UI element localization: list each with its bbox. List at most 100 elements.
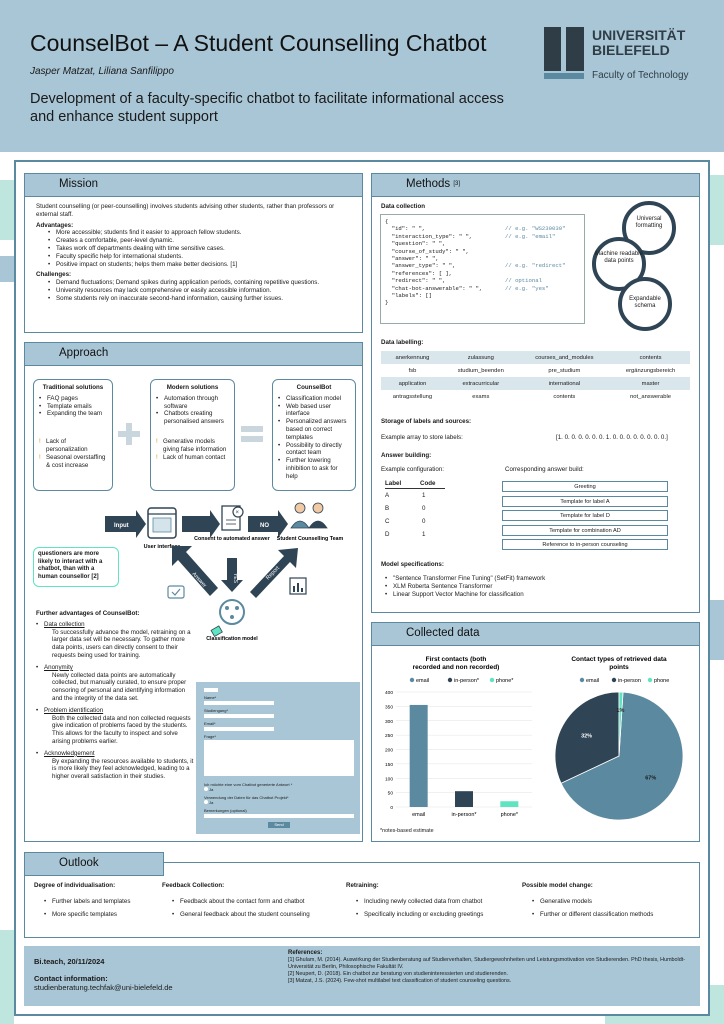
collected-note: *notes-based estimate: [380, 828, 434, 834]
bar: [409, 704, 428, 807]
pie-slice: [554, 691, 620, 784]
form-email-input[interactable]: [204, 727, 274, 731]
outlook-column: Possible model change:Generative modelsF…: [522, 882, 687, 923]
warning-icon: !: [156, 437, 158, 445]
form-submit-button[interactable]: Send: [268, 822, 290, 828]
advantage-item: Positive impact on students; helps them …: [48, 261, 354, 269]
label-cell: international: [548, 380, 581, 387]
warning-icon: !: [156, 453, 158, 461]
further-text: Newly collected data points are automati…: [52, 671, 187, 702]
storage-title: Storage of labels and sources:: [381, 418, 472, 425]
contact-form-mock: Name* Studiengang* Email* Frage* Ich möc…: [196, 682, 360, 834]
form-consent-radio[interactable]: [204, 787, 208, 791]
code-text: "answer_type": " ",: [385, 262, 456, 270]
event-info: Bi.teach, 20/11/2024: [34, 957, 105, 966]
label-cell: master: [641, 380, 660, 387]
outlook-item: Feedback about the contact form and chat…: [172, 898, 317, 906]
consent-label-1: Consent to automated answer: [194, 536, 270, 542]
x-tick-label: in-person*: [451, 812, 477, 818]
reference-item: [3] Matzat, J.S. (2024). Few-shot multil…: [288, 978, 512, 984]
logo-mark-right: [566, 27, 584, 71]
answer-build-step: Template for combination AD: [502, 524, 668, 536]
code-line: {: [385, 218, 580, 225]
code-line: "references": [ ],: [385, 270, 580, 277]
y-tick-label: 100: [385, 776, 393, 782]
form-name-input[interactable]: [204, 701, 274, 705]
counselbot-item: Possibility to directly contact team: [278, 442, 350, 458]
config-code: 1: [422, 531, 426, 538]
contact-label: Contact information:: [34, 974, 108, 983]
legend-swatch: [611, 677, 617, 683]
outlook-item: More specific templates: [44, 911, 189, 919]
outlook-column: Feedback Collection:Feedback about the c…: [162, 882, 327, 923]
code-text: "redirect": " ",: [385, 277, 446, 285]
y-tick-label: 300: [385, 719, 393, 725]
data-labelling-title: Data labelling:: [381, 339, 424, 346]
model-spec-title: Model specifications:: [381, 561, 444, 568]
code-comment: // e.g. "redirect": [505, 262, 566, 270]
form-train-radio[interactable]: [204, 800, 208, 804]
spec-item: XLM Roberta Sentence Transformer: [385, 583, 685, 591]
further-head: Anonymity: [36, 664, 196, 672]
classification-model-icon: [219, 599, 245, 625]
y-tick-label: 200: [385, 748, 393, 754]
advantage-item: Faculty specific help for international …: [48, 253, 354, 261]
y-tick-label: 400: [385, 690, 393, 696]
code-text: }: [385, 299, 389, 307]
university-name: UNIVERSITÄT BIELEFELD: [592, 27, 686, 58]
logo-mark-underline: [544, 73, 584, 79]
outlook-head: Possible model change:: [522, 882, 593, 889]
label-cell: pre_studium: [548, 367, 581, 374]
challenges-label: Challenges:: [36, 271, 72, 279]
traditional-con: Seasonal overstaffing & cost increase: [46, 453, 106, 469]
team-person-icon: [312, 502, 324, 514]
spec-item: "Sentence Transformer Fine Tuning" (SetF…: [385, 575, 685, 583]
answer-build-step: Template for label A: [502, 495, 668, 507]
label-cell: antragsstellung: [392, 393, 433, 400]
y-tick-label: 150: [385, 762, 393, 768]
circle-label-expandable: Expandable schema: [629, 296, 661, 309]
legend-swatch: [409, 677, 415, 683]
label-cell: anerkennung: [395, 354, 430, 361]
circle-label-universal: Universal formatting: [635, 216, 663, 229]
legend-swatch: [447, 677, 453, 683]
form-train-label: Verwendung der Daten für das Chatbot Pro…: [204, 795, 289, 800]
no-arrow: [248, 510, 288, 538]
approach-flow-diagram: Input User interface × Consent to automa…: [105, 502, 343, 642]
counselbot-item: Classification model: [278, 395, 350, 403]
form-study-input[interactable]: [204, 714, 274, 718]
form-notes-label: Bemerkungen (optional): [204, 808, 247, 813]
label-cell: extracurricular: [462, 380, 500, 387]
x-tick-label: email: [412, 812, 425, 818]
label-cell: contents: [639, 354, 662, 361]
references: References: [1] Ghulam, M. (2014). Auswi…: [288, 950, 693, 985]
model-label: Classification model: [206, 636, 258, 642]
modern-item: Chatbots creating personalised answers: [156, 410, 229, 426]
form-question-textarea[interactable]: [204, 740, 354, 776]
code-text: "question": " ",: [385, 240, 446, 248]
legend-label: in-person*: [454, 678, 480, 684]
label-tag-icon: [210, 625, 223, 638]
form-notes-input[interactable]: [204, 814, 354, 818]
report-arrow: [250, 548, 298, 598]
model-spec-list: "Sentence Transformer Fine Tuning" (SetF…: [385, 575, 685, 598]
traditional-item: Expanding the team: [39, 410, 107, 418]
label-cell: fsb: [408, 367, 417, 374]
code-line: "redirect": " ",// optional: [385, 277, 580, 284]
code-line: "answer_type": " ", // e.g. "redirect": [385, 262, 580, 269]
pie-value-label: 1%: [616, 708, 624, 714]
faculty-name: Faculty of Technology: [592, 70, 689, 81]
traditional-con: Lack of personalization: [46, 438, 88, 453]
no-label: NO: [260, 523, 269, 529]
contact-email[interactable]: studienberatung.techfak@uni-bielefeld.de: [34, 983, 173, 992]
traditional-item: FAQ pages: [39, 395, 107, 403]
y-tick-label: 350: [385, 704, 393, 710]
challenge-item: University resources may lack comprehens…: [48, 287, 354, 295]
counselbot-card: CounselBot Classification model Web base…: [272, 379, 356, 491]
config-code-header: Code: [420, 480, 436, 487]
code-text: {: [385, 218, 389, 225]
reference-item: [1] Ghulam, M. (2014). Auswirkung der St…: [288, 957, 686, 970]
